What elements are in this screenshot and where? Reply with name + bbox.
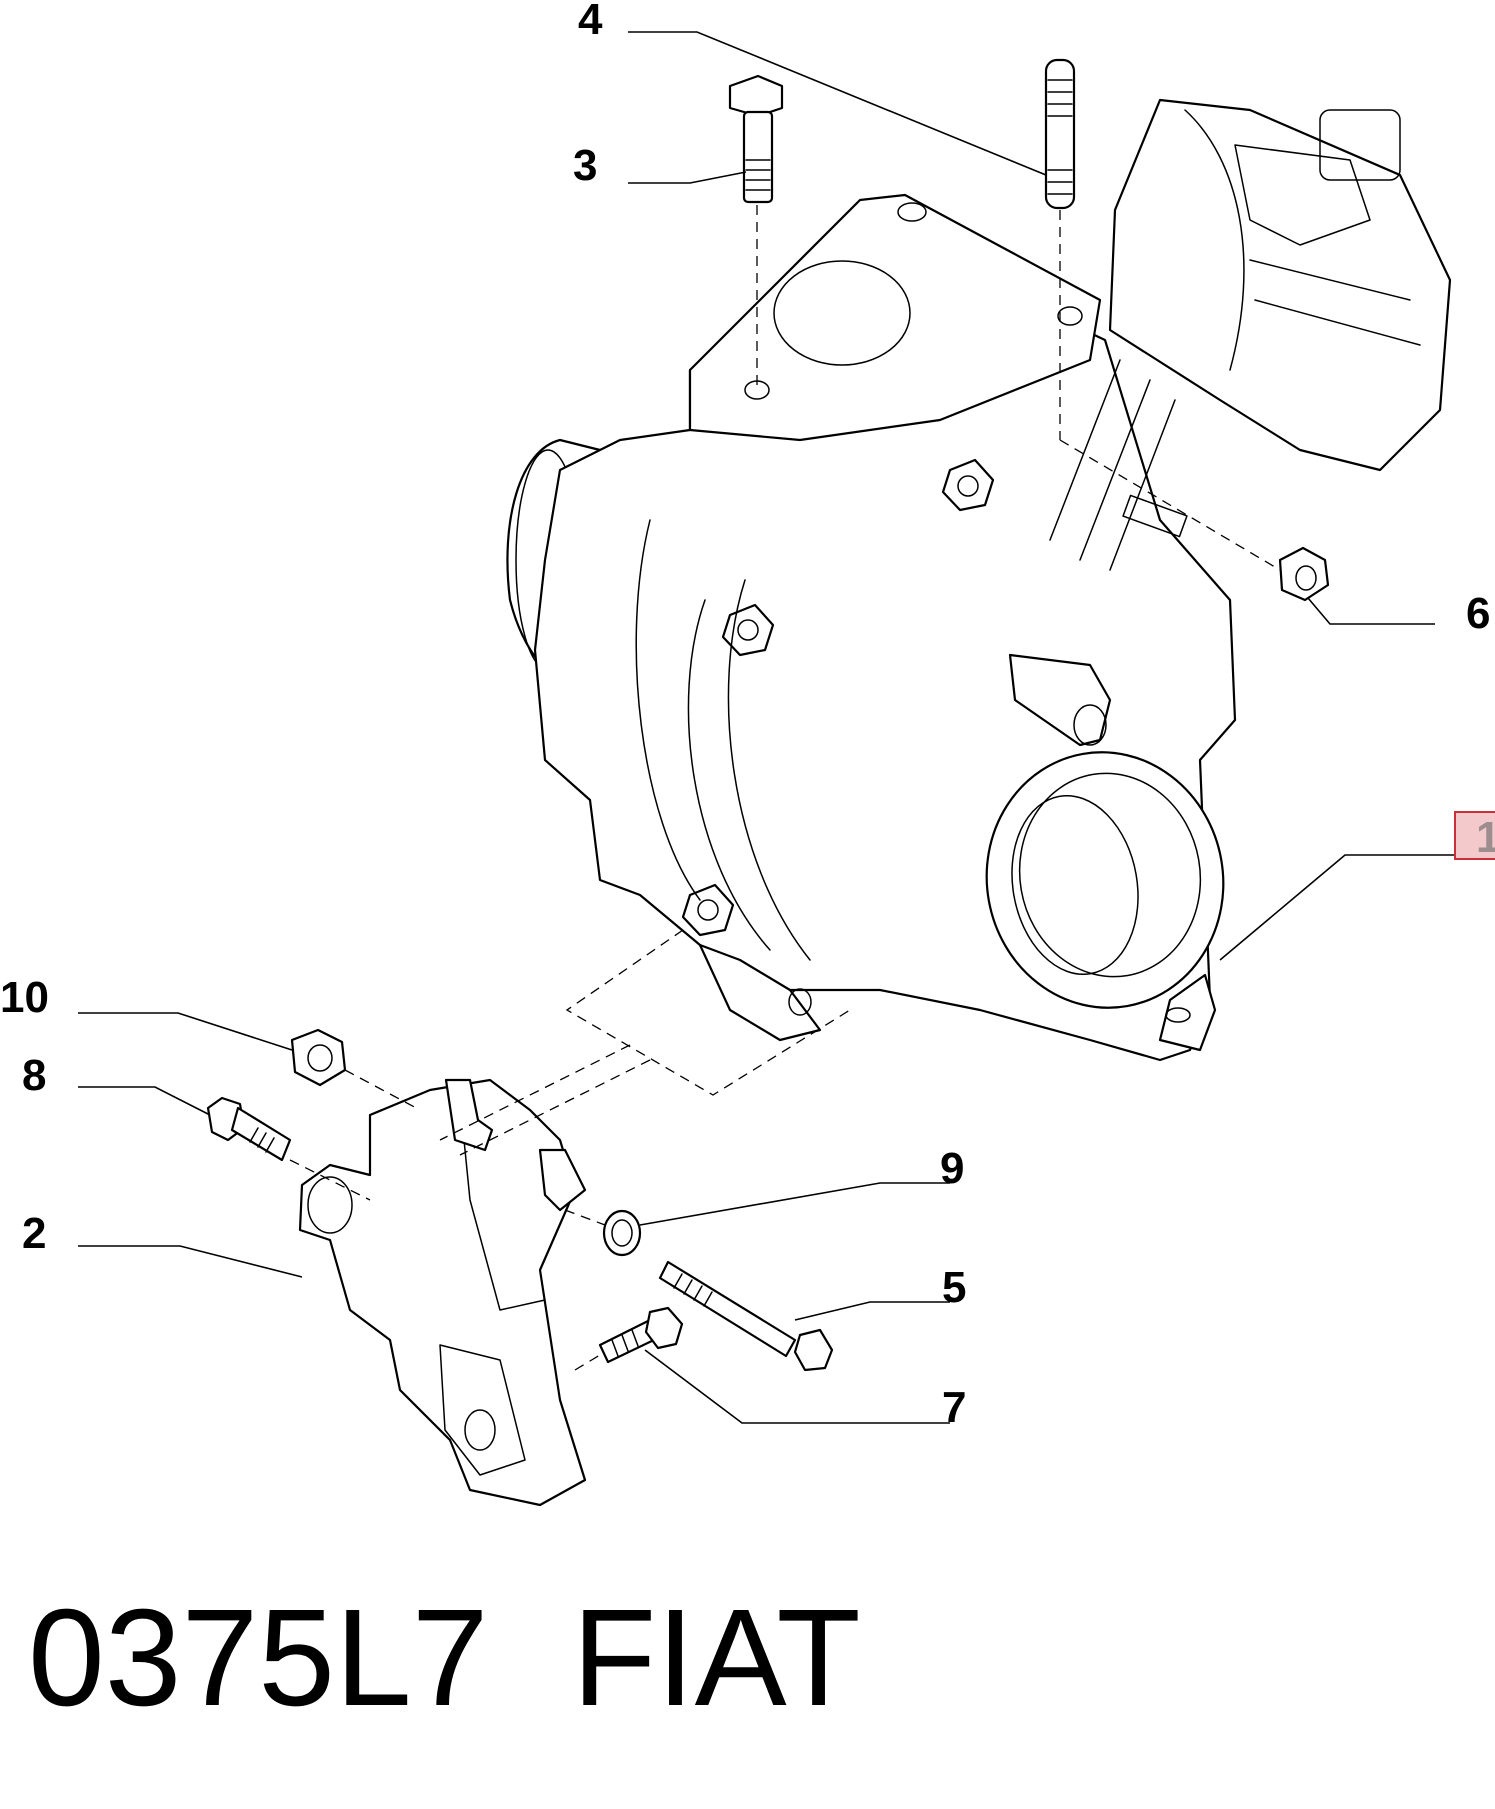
housing-bolt-icon [681, 883, 735, 937]
callout-10: 10 [0, 973, 49, 1022]
bracket-part-2 [298, 1078, 587, 1507]
callout-2: 2 [22, 1209, 46, 1258]
callout-labels: 4 3 6 1 10 8 9 2 5 7 [0, 0, 1495, 1432]
callout-1: 1 [1476, 813, 1495, 862]
turbocharger-assembly [506, 98, 1452, 1062]
callout-9: 9 [940, 1144, 964, 1193]
bolt-part-5 [658, 1260, 834, 1372]
diagram-code: 0375L7 [28, 1581, 489, 1735]
callout-4: 4 [578, 0, 603, 44]
stud-part-4 [1044, 58, 1076, 210]
brand-name: FIAT [572, 1581, 861, 1735]
housing-bolt-icon [941, 458, 995, 512]
callout-6: 6 [1466, 589, 1490, 638]
bolt-part-3 [728, 74, 784, 204]
bolt-part-8 [206, 1096, 292, 1162]
callout-3: 3 [573, 141, 597, 190]
highlight-box-part-1 [1454, 811, 1495, 860]
callout-5: 5 [942, 1263, 966, 1312]
nut-part-10 [290, 1028, 347, 1087]
callout-8: 8 [22, 1051, 46, 1100]
callout-7: 7 [942, 1383, 966, 1432]
footer: 0375L7 FIAT [28, 1581, 861, 1735]
leader-lines [78, 31, 1455, 1424]
bolt-part-7 [598, 1306, 684, 1364]
nut-part-6 [1278, 546, 1330, 602]
washer-part-9 [602, 1209, 642, 1257]
assembly-guide-lines [289, 205, 1281, 1371]
